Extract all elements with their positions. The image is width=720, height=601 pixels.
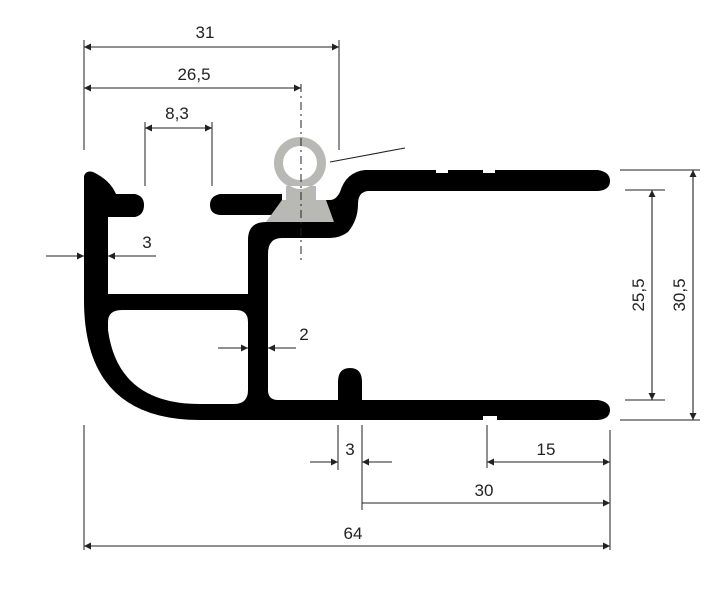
extension-lines bbox=[83, 40, 700, 550]
dim-label-wall-left: 3 bbox=[142, 233, 151, 252]
aluminium-profile bbox=[84, 170, 610, 420]
dim-label-right-span: 30 bbox=[475, 481, 494, 500]
dim-label-center-offset: 26,5 bbox=[177, 65, 210, 84]
dim-label-web: 2 bbox=[299, 325, 308, 344]
rubber-seal bbox=[266, 137, 334, 222]
dimension-lines bbox=[46, 43, 697, 550]
flange-groove bbox=[436, 170, 448, 173]
dim-label-end-offset: 15 bbox=[537, 440, 556, 459]
flange-groove bbox=[483, 170, 495, 173]
seal-leader-line bbox=[329, 147, 406, 163]
dim-label-total-length: 64 bbox=[344, 524, 363, 543]
dim-label-slot-width: 8,3 bbox=[165, 104, 189, 123]
dim-label-outer-height: 30,5 bbox=[670, 278, 689, 311]
flange-groove bbox=[483, 416, 497, 420]
dim-label-inner-height: 25,5 bbox=[629, 278, 648, 311]
profile-body bbox=[84, 170, 610, 420]
dim-label-lip: 3 bbox=[345, 440, 354, 459]
dimension-labels: 31 26,5 8,3 3 2 3 15 30 64 25,5 30,5 bbox=[142, 23, 689, 543]
dim-label-overall-width: 31 bbox=[196, 23, 215, 42]
